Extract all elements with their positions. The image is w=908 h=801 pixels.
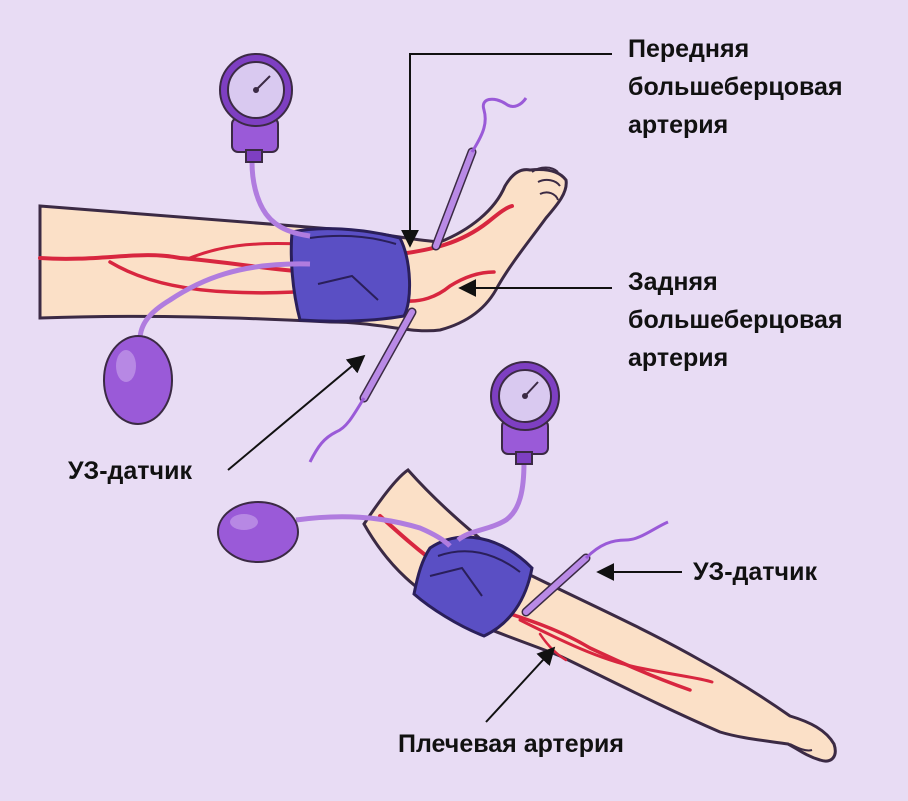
- leg-artery-branch-upper: [188, 242, 302, 260]
- ultrasound-probe-icon: [521, 520, 669, 617]
- inflation-bulb-icon: [217, 501, 452, 563]
- leg-cuff: [289, 227, 412, 323]
- arm-artery-main: [484, 604, 692, 692]
- arm-artery-branch: [518, 618, 714, 684]
- anterior-tibial-artery-line: [398, 204, 514, 256]
- leg-artery-main: [38, 253, 312, 274]
- leader-anterior: [401, 53, 612, 248]
- label-anterior-tibial-artery: Передняя большеберцовая артерия: [628, 35, 843, 139]
- label-posterior-tibial-artery: Задняя большеберцовая артерия: [628, 268, 843, 372]
- label-probe-arm: УЗ-датчик: [693, 558, 817, 586]
- label-brachial-artery: Плечевая артерия: [398, 730, 624, 758]
- arm-skin: [362, 468, 837, 763]
- ultrasound-probe-icon: [431, 97, 528, 251]
- arm-cuff: [412, 535, 534, 638]
- leader-lines: [227, 53, 682, 723]
- posterior-tibial-artery-line: [398, 270, 496, 303]
- manometer-icon: [219, 53, 311, 239]
- ultrasound-probe-icon: [308, 307, 417, 463]
- label-probe-leg: УЗ-датчик: [68, 457, 192, 485]
- inflation-bulb-icon: [103, 261, 311, 425]
- toes: [531, 166, 561, 201]
- arm: [362, 468, 837, 763]
- manometer-icon: [456, 361, 560, 543]
- leader-probe-leg: [227, 354, 366, 471]
- leader-brachial: [485, 646, 556, 723]
